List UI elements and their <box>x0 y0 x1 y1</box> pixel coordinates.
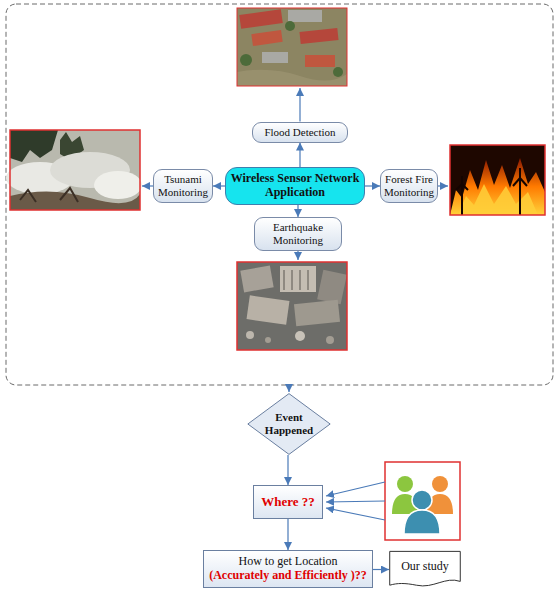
application-node: Forest Fire Monitoring <box>380 169 438 203</box>
image-arrow <box>297 251 298 260</box>
node-label: (Accurately and Efficiently )?? <box>209 569 367 583</box>
process-box: Where ?? <box>253 485 323 519</box>
earthquake-image <box>237 262 347 350</box>
node-label: Tsunami Monitoring <box>157 173 209 198</box>
node-label: Wireless Sensor Network Application <box>230 172 360 200</box>
image-arrow <box>142 185 153 186</box>
forest-fire-image <box>450 145 545 215</box>
node-label: Event Happened <box>259 411 319 436</box>
flow-arrow <box>213 185 225 186</box>
node-label: Flood Detection <box>264 126 335 139</box>
scope-boundary <box>6 4 553 385</box>
central-node: Wireless Sensor Network Application <box>225 167 365 205</box>
node-label: How to get Location <box>239 555 338 569</box>
image-arrow <box>299 88 300 122</box>
flow-arrow <box>287 519 288 550</box>
document-shape: Our study <box>389 551 461 589</box>
node-label: Earthquake Monitoring <box>258 221 338 246</box>
node-label: Forest Fire Monitoring <box>384 173 434 198</box>
flow-arrow <box>373 569 389 570</box>
people-arrows <box>326 482 385 520</box>
node-label: Where ?? <box>261 495 315 510</box>
people-icon <box>385 462 460 540</box>
flow-arrow <box>299 143 300 168</box>
flood-image <box>237 8 347 86</box>
flow-arrow <box>297 205 298 217</box>
flow-arrow <box>287 455 288 485</box>
decision-diamond: Event Happened <box>247 393 331 455</box>
application-node: Earthquake Monitoring <box>254 217 342 251</box>
node-label: Our study <box>401 560 449 574</box>
application-node: Flood Detection <box>252 122 348 143</box>
application-node: Tsunami Monitoring <box>153 169 213 203</box>
tsunami-image <box>6 130 142 210</box>
flow-arrow <box>365 185 380 186</box>
process-box: How to get Location(Accurately and Effic… <box>203 550 373 588</box>
flow-arrow <box>288 385 289 392</box>
image-arrow <box>438 185 448 186</box>
